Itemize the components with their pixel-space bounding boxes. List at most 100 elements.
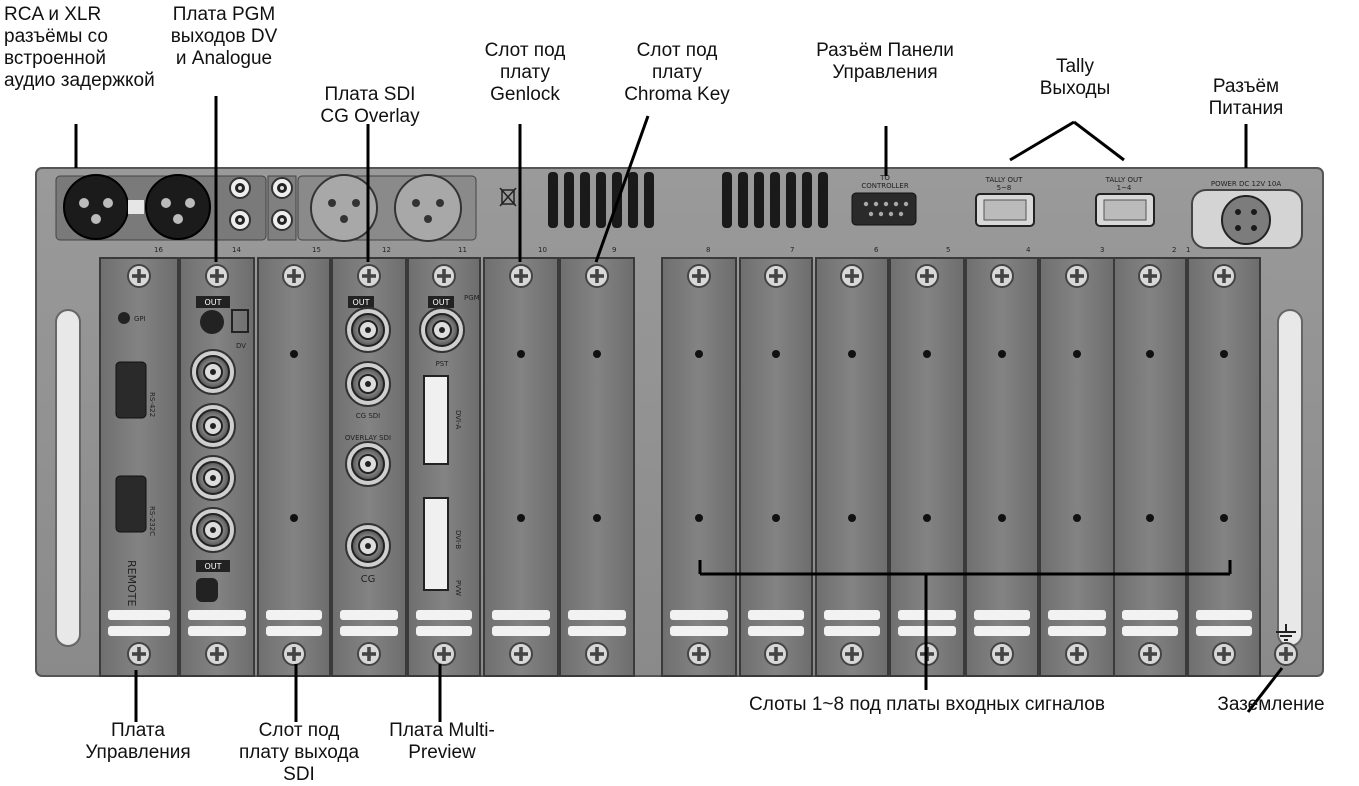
callout-line: и Analogue: [164, 48, 284, 70]
tally-5-8-label-2: 5~8: [997, 184, 1012, 192]
callout-line: SDI: [224, 764, 374, 786]
callout-pgm-board: Плата PGM выходов DV и Analogue: [164, 4, 284, 70]
pgm-bnc-1: [191, 350, 235, 394]
slot-plate-dot: [290, 350, 298, 358]
slot-screw-bottom: [1213, 643, 1235, 665]
xlr-bridge: [128, 200, 144, 214]
slot-label-strip: [568, 626, 626, 636]
slot-label-strip: [1048, 610, 1106, 620]
callout-line: Заземление: [1206, 694, 1336, 716]
slot-number-7: 7: [790, 246, 794, 254]
xlr-in-right-connector: [395, 175, 461, 241]
pgm-out-tag-2: OUT: [204, 562, 221, 571]
callout-line: плату: [470, 62, 580, 84]
callout-sdi-output-slot: Слот под плату выхода SDI: [224, 720, 374, 786]
remote-label: REMOTE: [125, 560, 138, 606]
callout-line: Плата SDI: [310, 84, 430, 106]
slot-screw-bottom: [688, 643, 710, 665]
pgm-bnc-2: [191, 404, 235, 448]
slot-number-3: 3: [1100, 246, 1104, 254]
slot-plate-dot: [1146, 350, 1154, 358]
slot-number-10: 10: [538, 246, 547, 254]
rs422-label: RS-422: [148, 392, 156, 417]
ground-screw: [1275, 643, 1297, 665]
slot-label-strip: [188, 610, 246, 620]
slot-screw-top: [586, 265, 608, 287]
dv-firewire-port: [196, 578, 218, 602]
card-slot: [1188, 258, 1260, 676]
slot-label-strip: [824, 610, 880, 620]
tally-1-4-label-2: 1~4: [1117, 184, 1132, 192]
slot-plate-dot: [923, 350, 931, 358]
slot-plate-dot: [848, 350, 856, 358]
slot-screw-top: [765, 265, 787, 287]
slot-label-strip: [974, 626, 1030, 636]
slot-plate-dot: [998, 350, 1006, 358]
callout-controller-port: Разъём Панели Управления: [810, 40, 960, 84]
callout-line: Управления: [68, 742, 208, 764]
dvi-a-label: DVI-A: [454, 410, 462, 429]
slot-screw-top: [433, 265, 455, 287]
gpi-label: GPI: [134, 315, 146, 323]
cg-label: CG: [361, 574, 376, 585]
pst-label: PST: [436, 360, 450, 368]
slot-screw-top: [991, 265, 1013, 287]
slot-number-1: 1: [1186, 246, 1190, 254]
slot-screw-bottom: [1139, 643, 1161, 665]
slot-number-15: 15: [312, 246, 321, 254]
slot-number-8: 8: [706, 246, 710, 254]
slot-screw-bottom: [433, 643, 455, 665]
callout-tally-outputs: Tally Выходы: [1020, 56, 1130, 100]
callout-line: Слот под: [612, 40, 742, 62]
slot-screw-bottom: [765, 643, 787, 665]
slot-screw-bottom: [510, 643, 532, 665]
callout-line: CG Overlay: [310, 106, 430, 128]
right-handle: [1278, 310, 1302, 646]
slot-number-14: 14: [232, 246, 241, 254]
callout-sdi-cg-overlay: Плата SDI CG Overlay: [310, 84, 430, 128]
slot-label-strip: [416, 610, 472, 620]
cg-bnc-out: [346, 308, 390, 352]
callout-line: выходов DV: [164, 26, 284, 48]
slot-screw-top: [1139, 265, 1161, 287]
slot-screw-bottom: [1066, 643, 1088, 665]
sdi-cg-board-details: OUT CG SDI OVERLAY SDI CG: [345, 296, 391, 585]
callout-line: Разъём Панели: [810, 40, 960, 62]
slot-label-strip: [340, 626, 398, 636]
slot-plate-dot: [695, 350, 703, 358]
slot-number-6: 6: [874, 246, 879, 254]
overlay-sdi-label: OVERLAY SDI: [345, 434, 391, 442]
controller-db9-connector: [852, 193, 916, 225]
slot-screw-bottom: [206, 643, 228, 665]
slot-number-16: 16: [154, 246, 163, 254]
slot-screw-top: [1066, 265, 1088, 287]
slot-label-strip: [340, 610, 398, 620]
slot-screw-top: [510, 265, 532, 287]
slot-label-strip: [1122, 626, 1178, 636]
pgm-bnc-3: [191, 456, 235, 500]
callout-multi-preview: Плата Multi- Preview: [374, 720, 510, 764]
slot-label-strip: [266, 610, 322, 620]
callout-line: Слот под: [470, 40, 580, 62]
dvi-b-connector: [424, 498, 448, 590]
slot-screw-bottom: [991, 643, 1013, 665]
slot-plate-dot: [848, 514, 856, 522]
slot-label-strip: [824, 626, 880, 636]
slot-plate-dot: [593, 514, 601, 522]
slot-label-strip: [188, 626, 246, 636]
slot-label-strip: [108, 626, 170, 636]
pgm-bnc-4: [191, 508, 235, 552]
callout-power-connector: Разъём Питания: [1196, 76, 1296, 120]
callout-genlock-slot: Слот под плату Genlock: [470, 40, 580, 106]
slot-number-5: 5: [946, 246, 950, 254]
slot-plate-dot: [1220, 514, 1228, 522]
rca-out-r-jack: [230, 178, 250, 198]
slot-number-2: 2: [1172, 246, 1176, 254]
card-slot: [1040, 258, 1114, 676]
slot-label-strip: [492, 610, 550, 620]
slot-screw-bottom: [841, 643, 863, 665]
cg-sdi-label: CG SDI: [356, 412, 380, 420]
slot-label-strip: [1196, 610, 1252, 620]
slot-label-strip: [492, 626, 550, 636]
